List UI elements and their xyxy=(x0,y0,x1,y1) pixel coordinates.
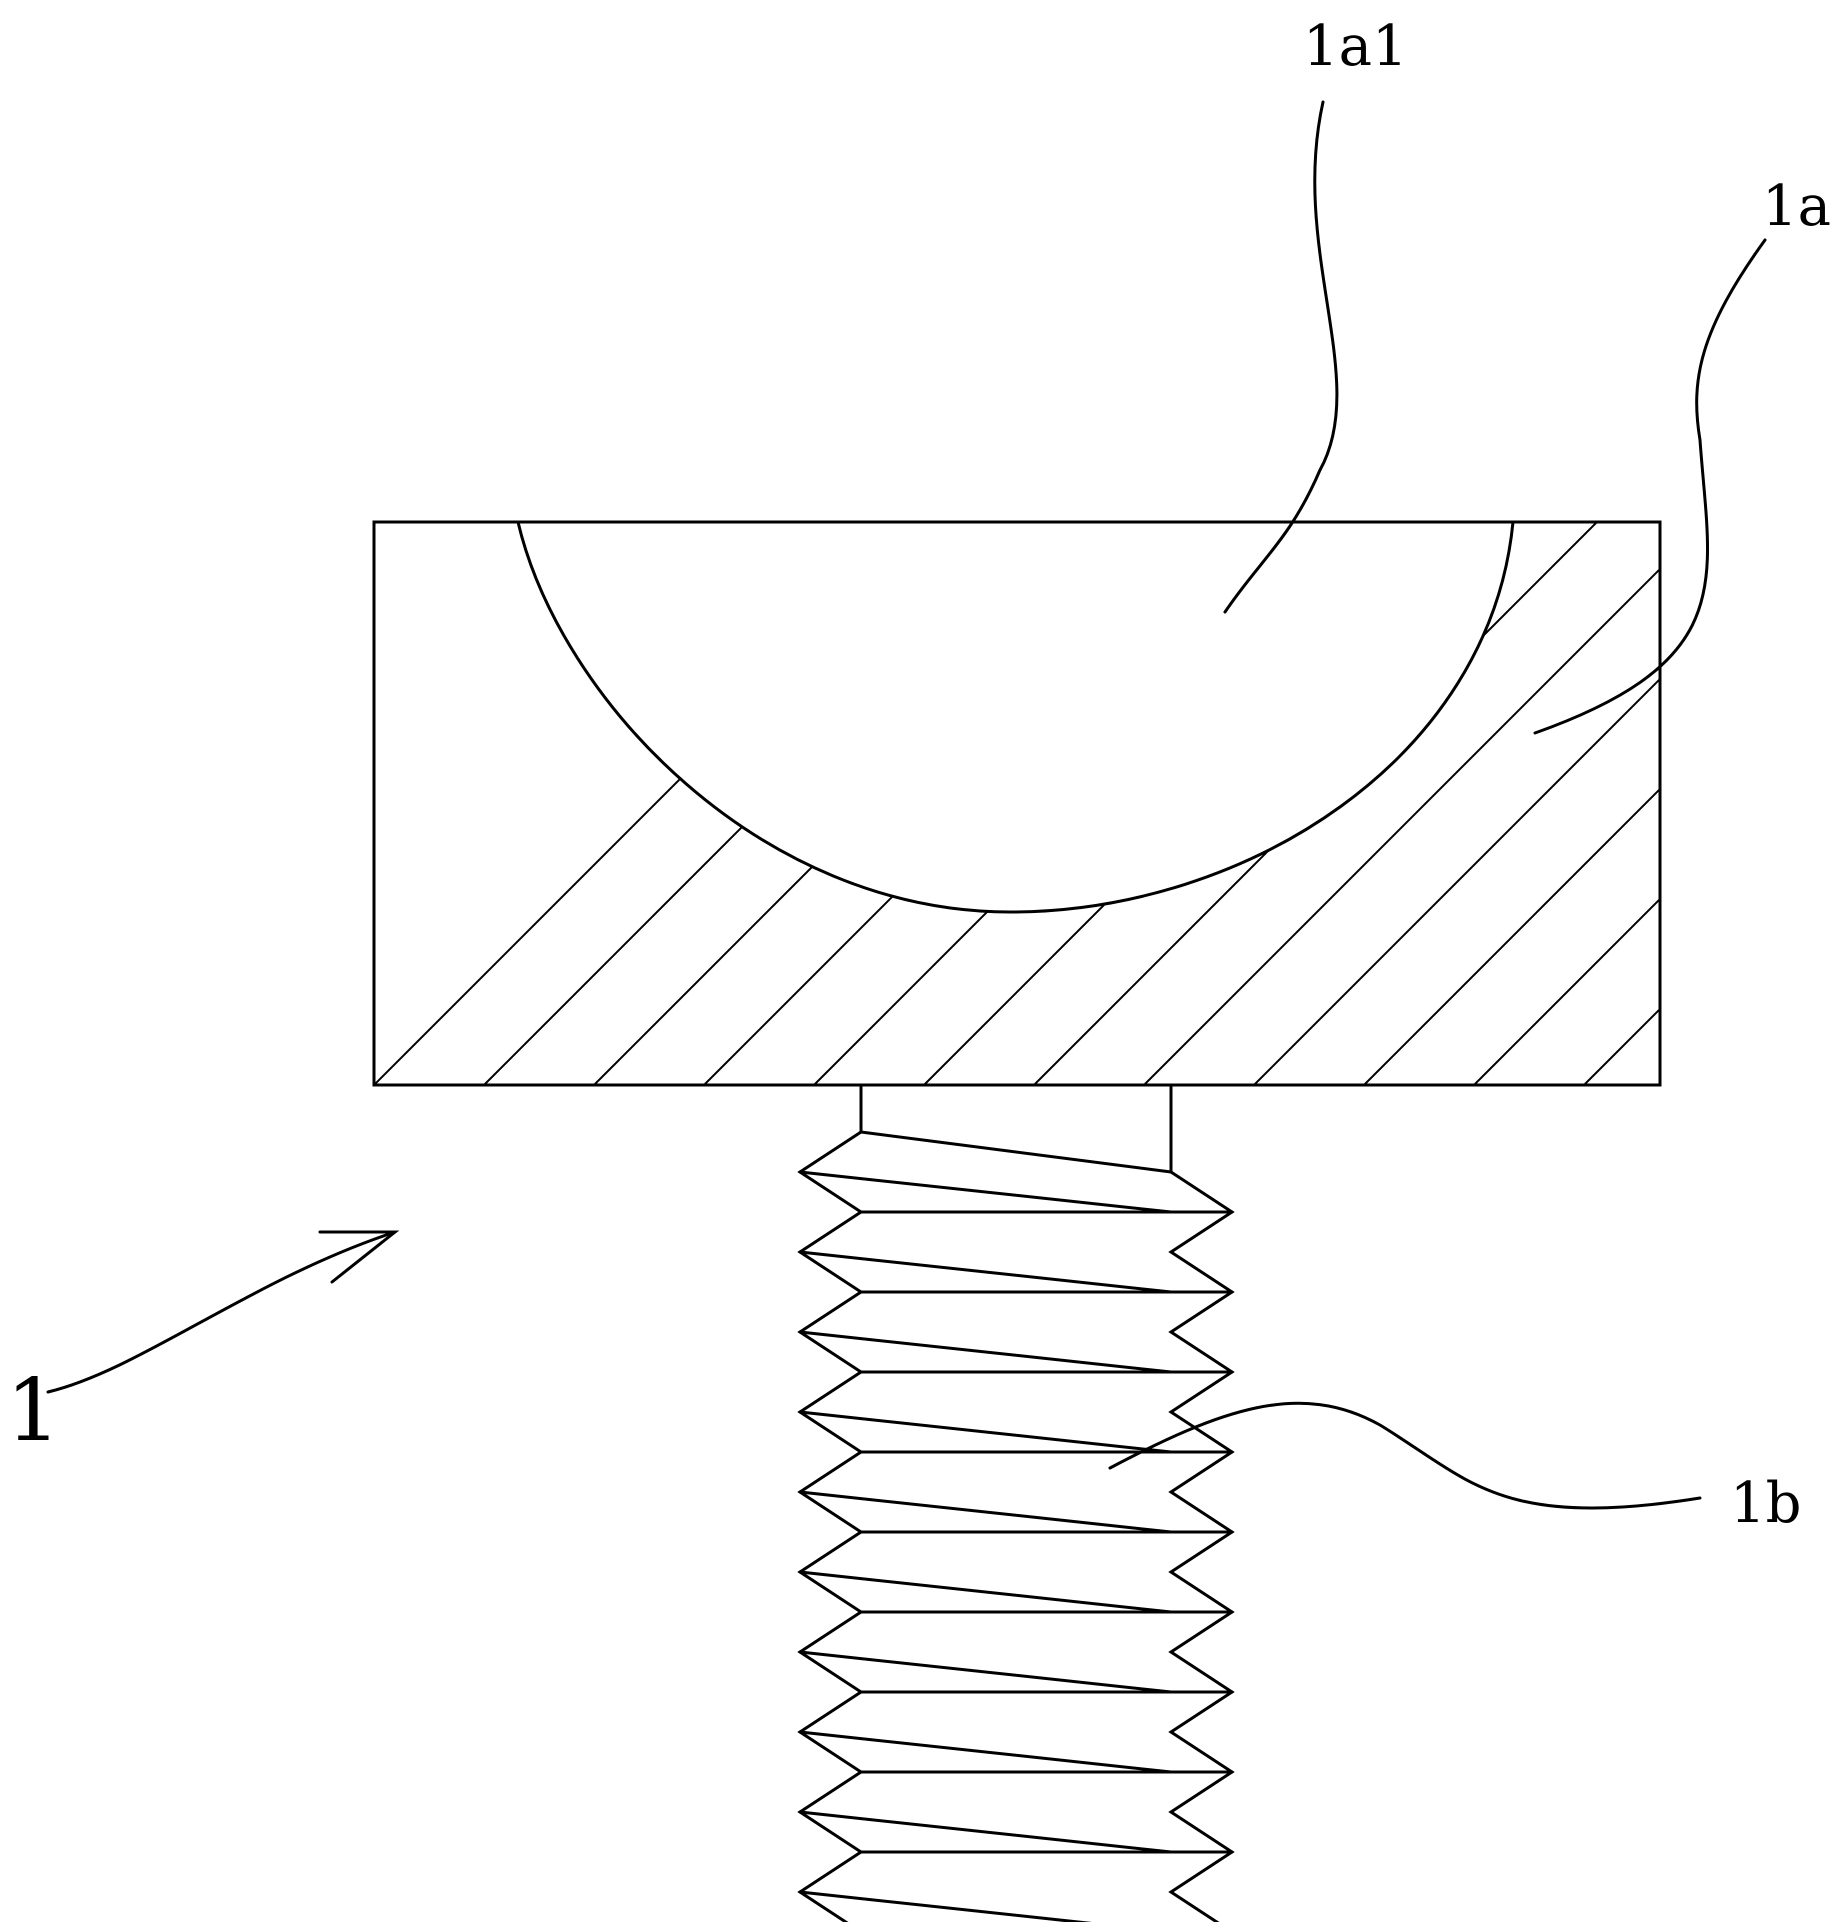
hatch-line xyxy=(1034,465,1654,1085)
leader-line-1a1 xyxy=(1225,102,1337,612)
head-section xyxy=(374,465,1835,1085)
hatch-line xyxy=(594,465,1214,1085)
hatch-line xyxy=(1694,465,1835,1085)
leader-line-1b xyxy=(1110,1403,1700,1508)
spherical-recess xyxy=(518,522,1513,912)
thread-crest-line xyxy=(800,1892,1171,1922)
thread-crest-line xyxy=(800,1492,1171,1532)
neck xyxy=(861,1085,1171,1172)
thread-crest-line xyxy=(800,1732,1171,1772)
label-1: 1 xyxy=(6,1361,61,1461)
thread-crest-line xyxy=(800,1252,1171,1292)
hatch-line xyxy=(374,465,994,1085)
hatch-line xyxy=(814,465,1434,1085)
hatch-line xyxy=(924,465,1544,1085)
label-1a: 1a xyxy=(1762,174,1831,239)
hatch-line xyxy=(1804,465,1835,1085)
thread-crest-line xyxy=(800,1652,1171,1692)
thread-crest-line xyxy=(800,1572,1171,1612)
hatch-line xyxy=(1474,465,1835,1085)
thread-crest-line xyxy=(800,1172,1171,1212)
label-1b: 1b xyxy=(1730,1471,1801,1536)
thread-crest-line xyxy=(800,1412,1171,1452)
leader-arrow-1 xyxy=(48,1232,395,1392)
head-outline xyxy=(374,522,1660,1085)
hatching xyxy=(374,465,1835,1085)
label-1a1: 1a1 xyxy=(1303,14,1408,79)
thread-right-flank xyxy=(1171,1172,1232,1922)
hatch-line xyxy=(1584,465,1835,1085)
thread-crest-line xyxy=(800,1332,1171,1372)
hatch-line xyxy=(1364,465,1835,1085)
hatch-line xyxy=(1144,465,1764,1085)
threaded-shank xyxy=(800,1132,1232,1922)
thread-left-flank xyxy=(800,1132,861,1922)
hatch-line xyxy=(704,465,1324,1085)
hatch-line xyxy=(484,465,1104,1085)
thread-crest-line xyxy=(800,1812,1171,1852)
